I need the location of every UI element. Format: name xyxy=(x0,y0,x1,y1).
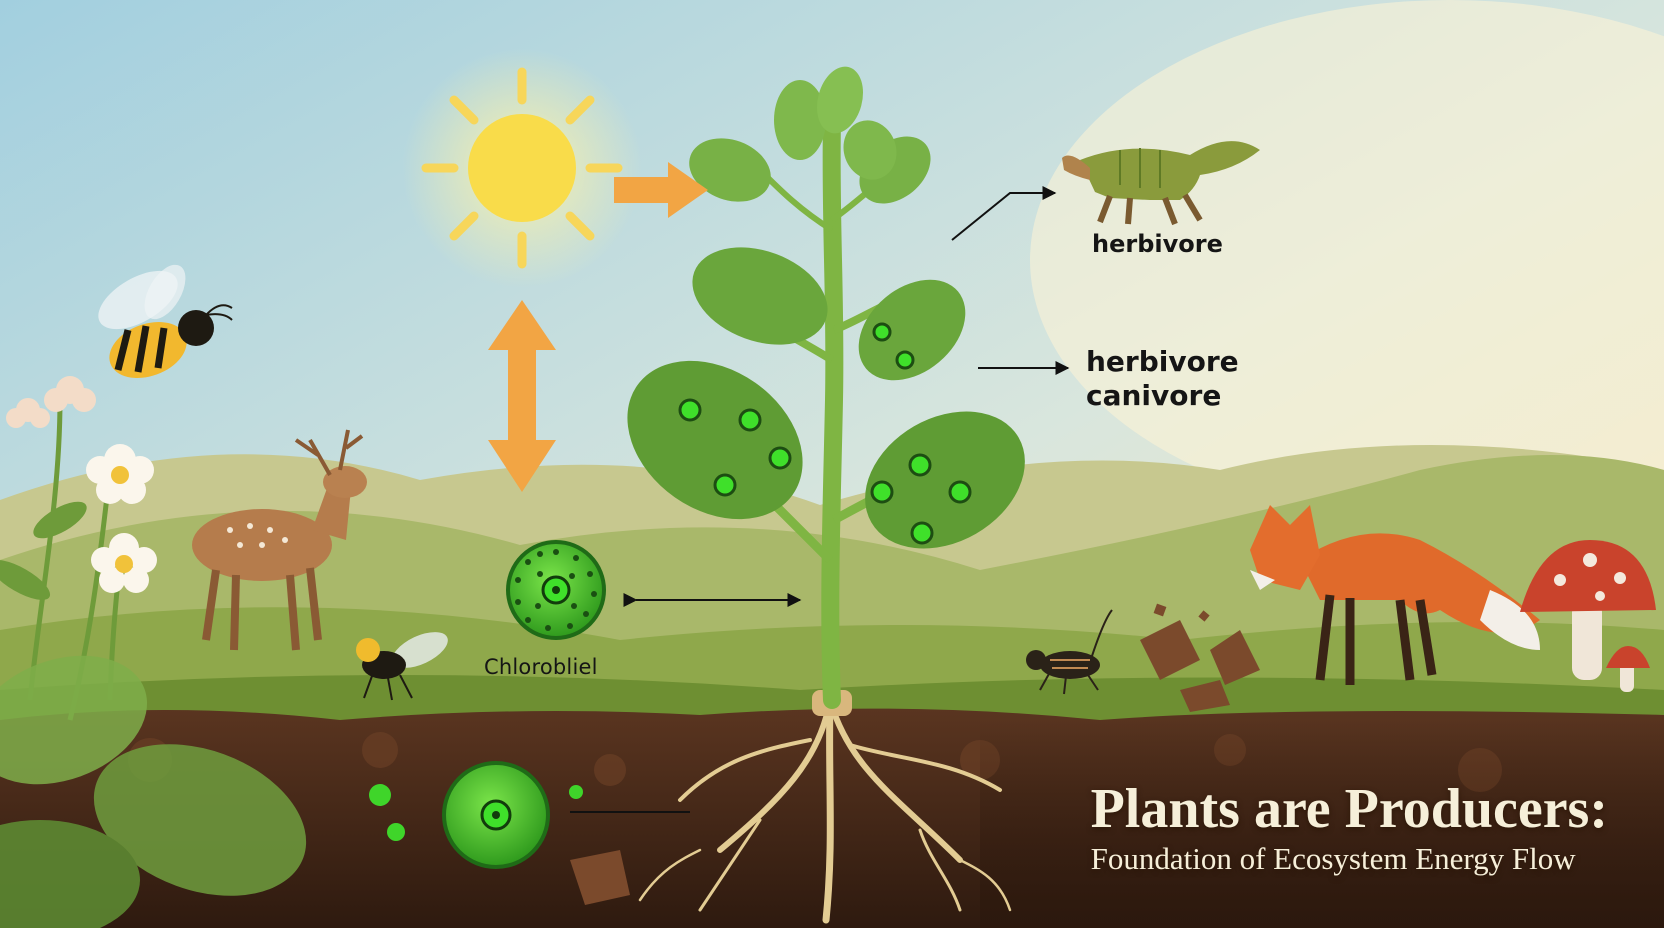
leaf-with-chloroplasts xyxy=(865,411,1025,549)
herbivore-animal xyxy=(1062,141,1260,226)
consumer-labels: herbivore canivore xyxy=(1086,345,1239,413)
chloroplast-icon xyxy=(506,540,606,640)
herbivore-label-secondary: herbivore xyxy=(1086,345,1239,378)
leaf-with-chloroplasts xyxy=(627,360,803,520)
canivore-label: canivore xyxy=(1086,379,1222,412)
leaf xyxy=(858,279,966,381)
decomposing-leaves xyxy=(570,603,1260,905)
fox-icon xyxy=(1250,505,1540,685)
title-shade xyxy=(980,720,1664,928)
plant-to-herbivore-arrow xyxy=(951,186,1057,241)
title-block: Plants are Producers: Foundation of Ecos… xyxy=(1091,778,1608,878)
sun-icon xyxy=(468,114,576,222)
chloroplast-label: Chlorobliel xyxy=(484,655,598,679)
flowers xyxy=(0,376,157,721)
page-title: Plants are Producers: xyxy=(1090,778,1608,840)
plant xyxy=(627,66,1025,709)
horizon-glow xyxy=(1030,0,1664,520)
leaf xyxy=(816,66,864,134)
leaf-chloroplast-dots xyxy=(678,322,972,545)
foreground-leaves xyxy=(0,655,307,928)
plant-roots xyxy=(638,696,1012,924)
small-bee-icon xyxy=(356,632,448,701)
plant-stem xyxy=(821,111,844,709)
sun-chloroplast-double-arrow xyxy=(488,300,556,492)
leaf xyxy=(774,80,826,160)
deer-icon xyxy=(192,429,367,651)
chloroplast-icon-soil xyxy=(442,761,550,869)
sun-rays xyxy=(421,67,623,269)
beetle-icon xyxy=(1026,609,1113,695)
herbivore-label: herbivore xyxy=(1092,230,1223,258)
soil-chloroplast-dots xyxy=(369,784,583,841)
leaf xyxy=(843,120,897,180)
sun-to-plant-arrow xyxy=(614,162,708,218)
page-subtitle: Foundation of Ecosystem Energy Flow xyxy=(1090,841,1576,876)
leaf xyxy=(689,138,771,202)
leaf xyxy=(692,247,828,345)
bee-icon xyxy=(98,264,233,379)
mushroom-icon xyxy=(1520,540,1656,692)
